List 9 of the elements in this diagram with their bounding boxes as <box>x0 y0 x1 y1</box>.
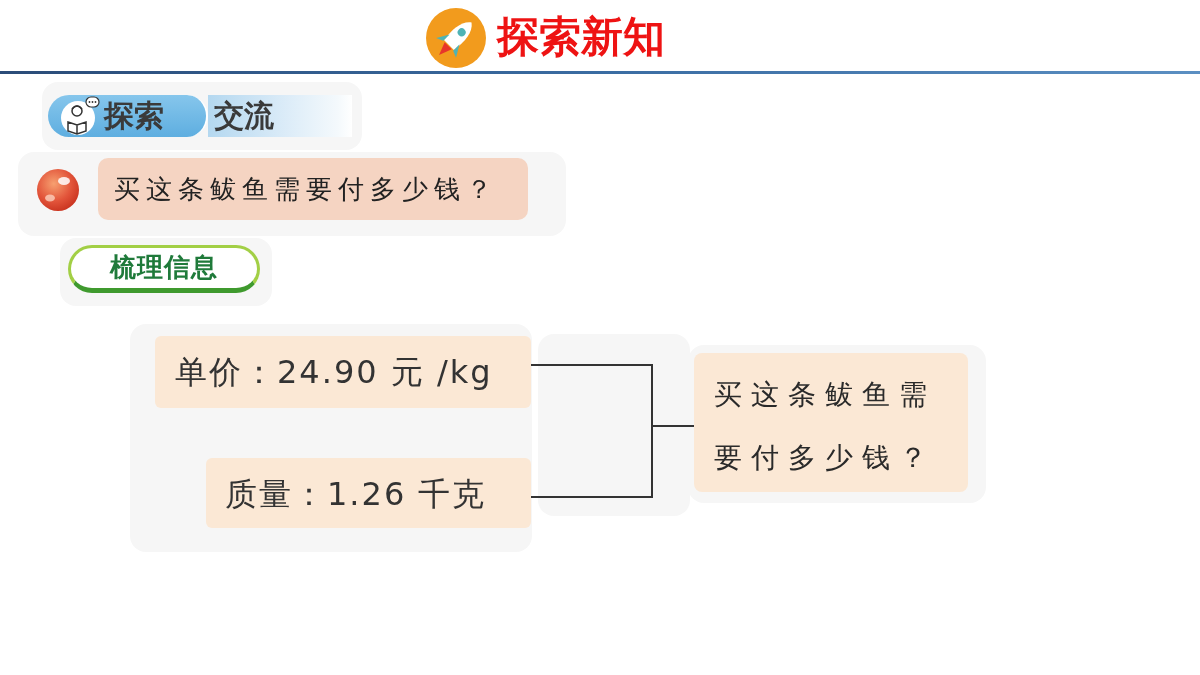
heading-pill: 梳理信息 <box>68 245 260 293</box>
tag-pill <box>48 95 208 137</box>
question-box: 买这条鲅鱼需要付多少钱？ <box>694 353 968 492</box>
info-box: 质量：1.26 千克 <box>206 458 531 528</box>
question-box: 买这条鲅鱼需要付多少钱？ <box>98 158 528 220</box>
page-title: 探索新知 <box>497 11 665 63</box>
tag-text: 探索 <box>104 97 164 135</box>
tag-band: 交流 <box>208 95 352 137</box>
info-box: 单价：24.90 元 /kg <box>155 336 531 408</box>
